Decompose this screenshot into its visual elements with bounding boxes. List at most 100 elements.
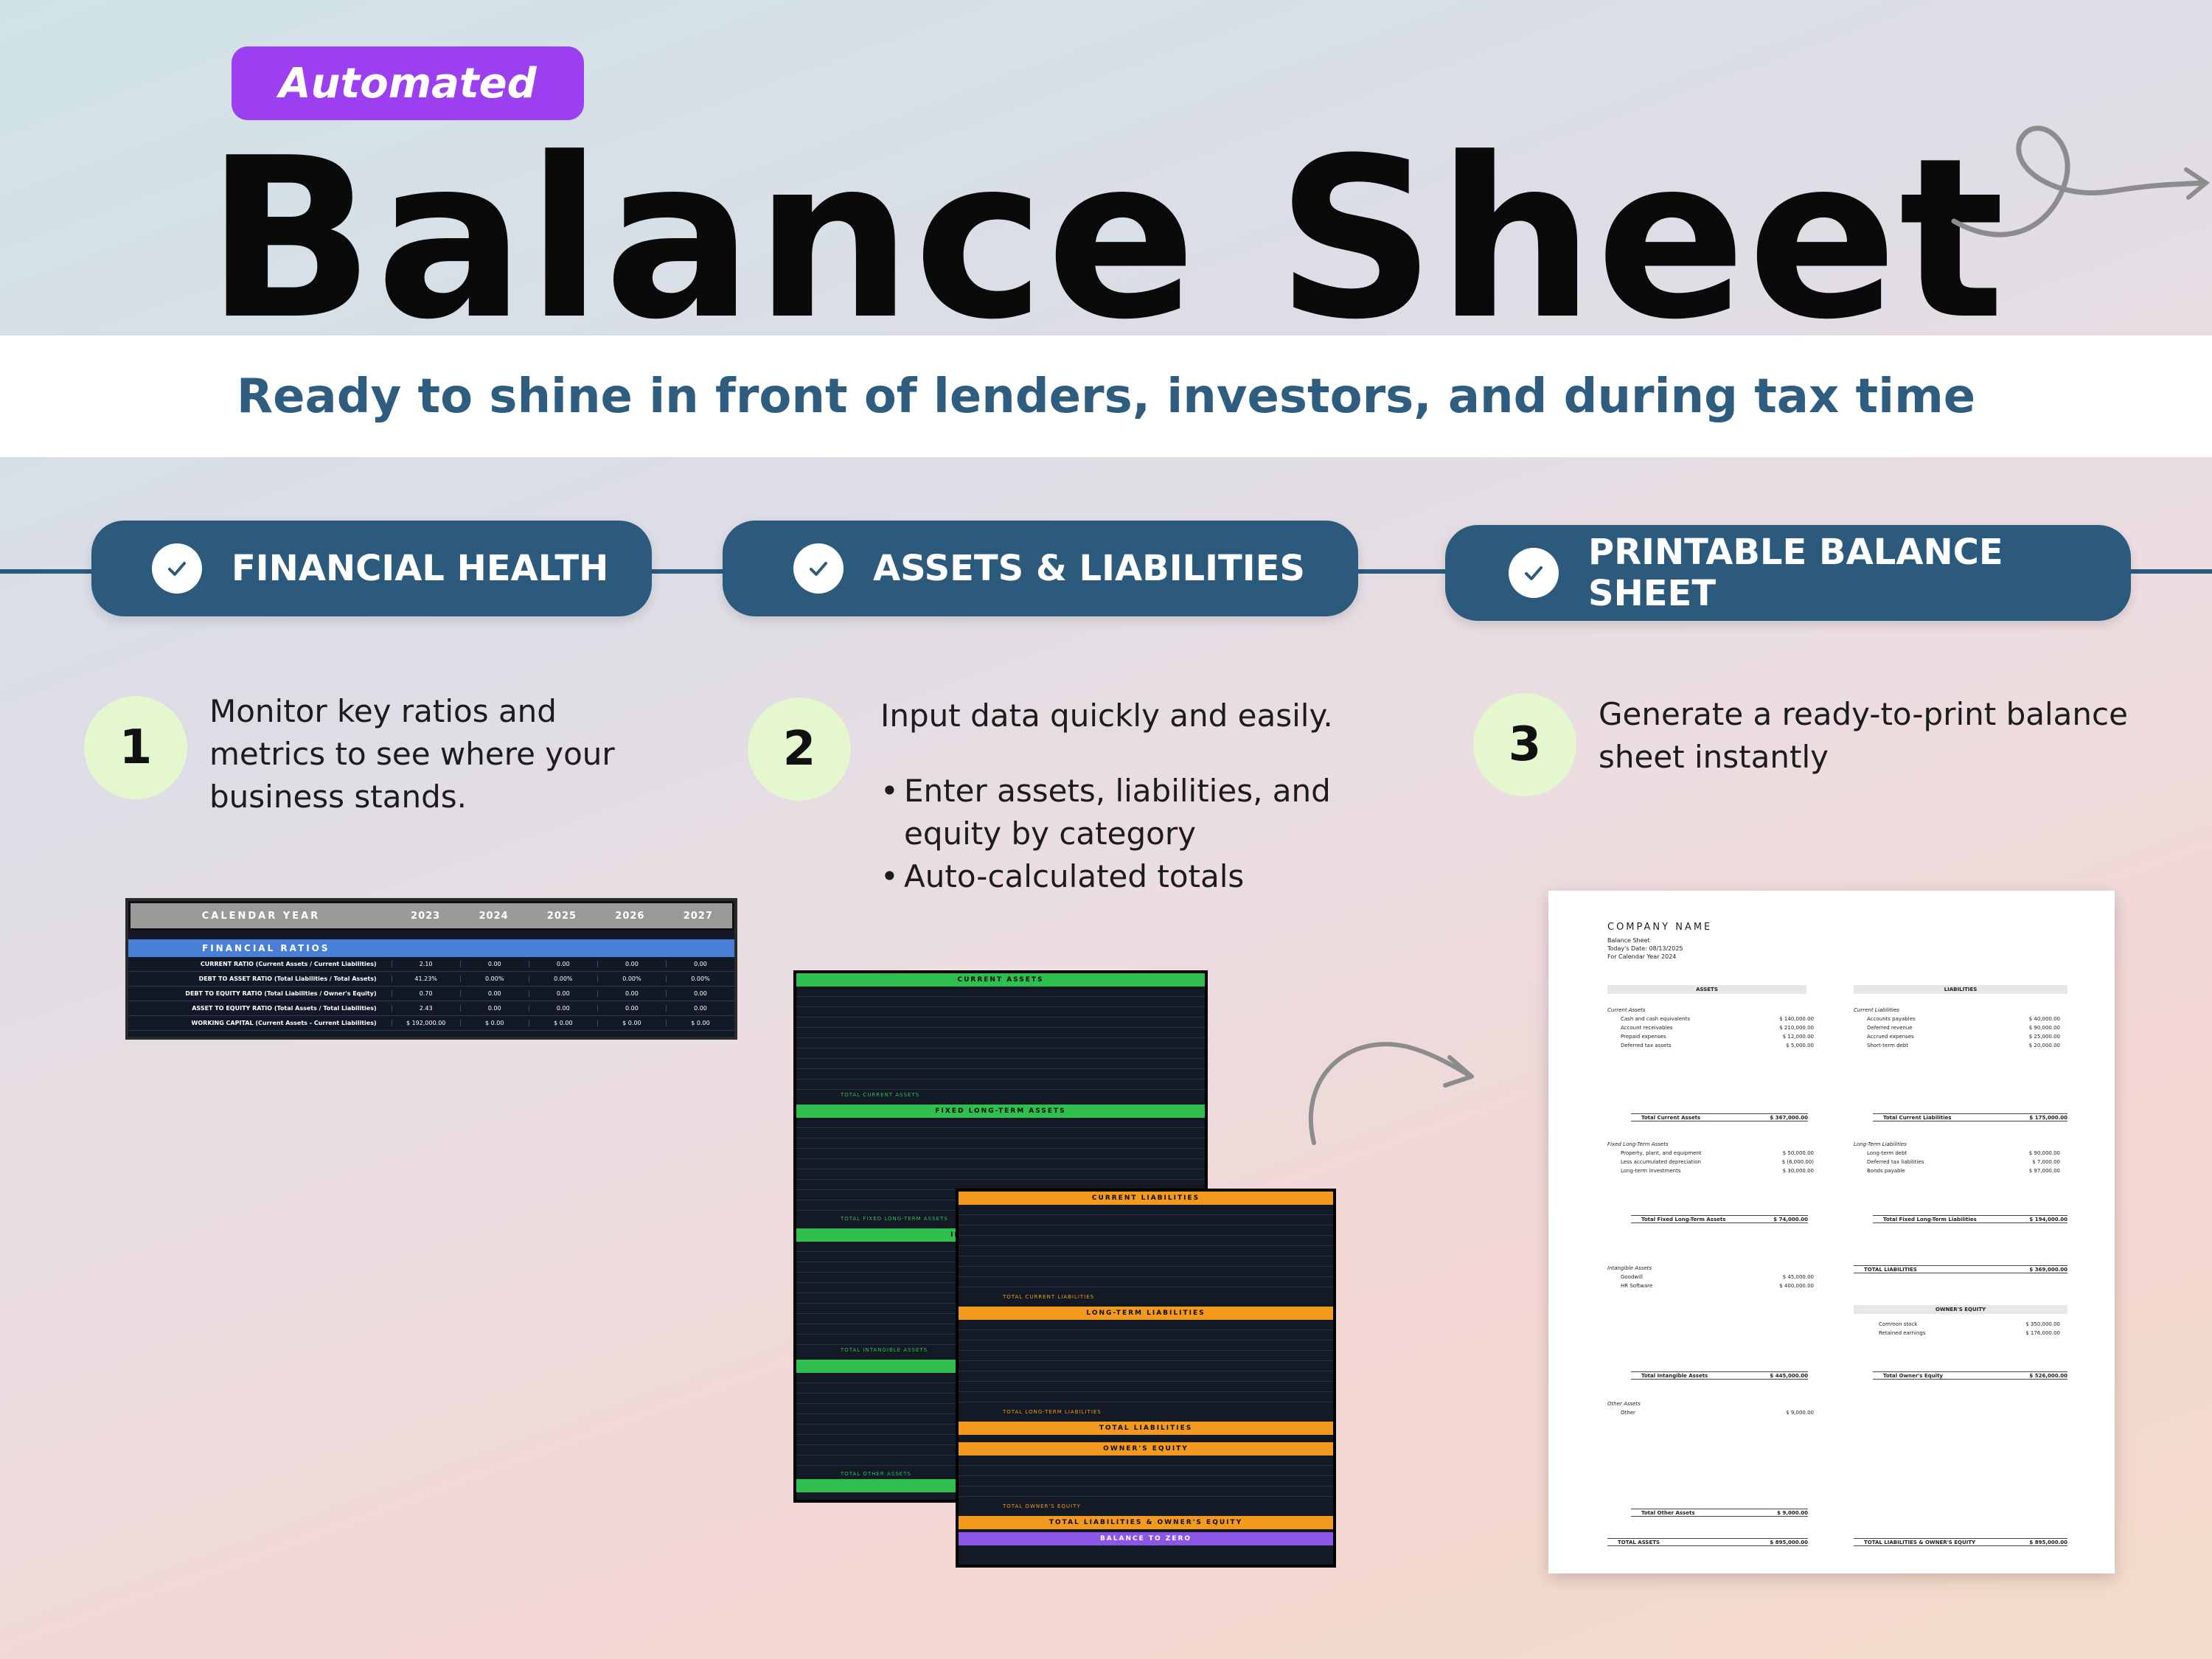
ratio-value: 0.00	[665, 990, 734, 997]
step-number-1: 1	[84, 696, 187, 799]
total-line: Total Owner's Equity$ 526,000.00	[1873, 1371, 2067, 1380]
ratio-value: 0.00	[597, 961, 666, 967]
financial-ratios-section: FINANCIAL RATIOS	[128, 939, 734, 957]
company-name: COMPANY NAME	[1607, 922, 1713, 933]
ratio-value: 0.00%	[528, 975, 597, 982]
total-value: $ 194,000.00	[2029, 1217, 2067, 1222]
ratio-label: DEBT TO ASSET RATIO (Total Liabilities /…	[198, 975, 377, 982]
table-row: ASSET TO EQUITY RATIO (Total Assets / To…	[128, 1001, 734, 1016]
year-header: 2027	[683, 910, 713, 922]
sheet-section-header: OWNER'S EQUITY	[959, 1442, 1333, 1455]
ratios-header-row: CALENDAR YEAR 2023 2024 2025 2026 2027	[128, 901, 734, 931]
total-line: Total Intangible Assets $ 445,000.00	[1631, 1371, 1808, 1380]
sheet-section-header: CURRENT ASSETS	[796, 973, 1205, 987]
subtitle: Ready to shine in front of lenders, inve…	[236, 369, 1976, 424]
line-item-name: Prepaid expenses	[1621, 1034, 1666, 1040]
sheet-total-row: TOTAL OWNER'S EQUITY	[1003, 1503, 1081, 1509]
ratio-label: CURRENT RATIO (Current Assets / Current …	[200, 961, 377, 967]
ratio-value: 41.23%	[391, 975, 460, 982]
ratio-value: 0.00%	[459, 975, 529, 982]
ratio-rows: CURRENT RATIO (Current Assets / Current …	[128, 957, 734, 1031]
section-label: Other Assets	[1607, 1401, 1641, 1407]
line-item-value: $ 140,000.00	[1779, 1016, 1814, 1022]
ratio-value: 0.00	[459, 1005, 529, 1012]
line-item-name: Short-term debt	[1867, 1043, 1909, 1048]
line-item-value: $ 20,000.00	[2028, 1043, 2060, 1048]
line-item-value: $ 350,000.00	[2025, 1321, 2060, 1327]
section-label: Long-Term Liabilities	[1854, 1141, 1907, 1147]
line-item-name: Less accumulated depreciation	[1621, 1159, 1701, 1165]
total-line: Total Fixed Long-Term Liabilities$ 194,0…	[1873, 1215, 2067, 1223]
sheet-total-row: TOTAL LONG-TERM LIABILITIES	[1003, 1409, 1102, 1415]
line-item-name: Goodwill	[1621, 1274, 1643, 1280]
total-liabilities-bar: TOTAL LIABILITIES	[959, 1422, 1333, 1435]
liabilities-input-sheet: CURRENT LIABILITIES TOTAL CURRENT LIABIL…	[956, 1189, 1336, 1568]
input-grid	[959, 1455, 1333, 1501]
total-line: TOTAL LIABILITIES & OWNER'S EQUITY$ 895,…	[1854, 1538, 2067, 1546]
line-item-value: $ 9,000.00	[1786, 1410, 1814, 1416]
line-item-value: $ 210,000.00	[1779, 1025, 1814, 1031]
line-item-value: $ 400,000.00	[1779, 1283, 1814, 1289]
line-item-name: Bonds payable	[1867, 1168, 1905, 1174]
sheet-section-header: CURRENT LIABILITIES	[959, 1192, 1333, 1205]
table-row: WORKING CAPITAL (Current Assets - Curren…	[128, 1016, 734, 1031]
bullet-item: Auto-calculated totals	[880, 855, 1338, 898]
line-item-name: Deferred tax assets	[1621, 1043, 1672, 1048]
bullet-item: Enter assets, liabilities, and equity by…	[880, 770, 1338, 855]
ratio-label: DEBT TO EQUITY RATIO (Total Liabilities …	[185, 990, 377, 997]
ratio-label: WORKING CAPITAL (Current Assets - Curren…	[191, 1020, 377, 1026]
subtitle-band: Ready to shine in front of lenders, inve…	[0, 335, 2212, 457]
doc-title: Balance Sheet	[1607, 937, 1650, 944]
ratio-value: 0.00	[459, 961, 529, 967]
total-line: Total Current Assets$ 367,000.00	[1631, 1113, 1808, 1121]
line-item-name: Common stock	[1879, 1321, 1918, 1327]
step-text: Generate a ready-to-print balance sheet …	[1599, 696, 2128, 775]
total-name: Total Other Assets	[1641, 1510, 1695, 1516]
page-title: Balance Sheet	[206, 111, 2006, 368]
sheet-total-row: TOTAL CURRENT LIABILITIES	[1003, 1294, 1095, 1300]
sheet-total-row: TOTAL FIXED LONG-TERM ASSETS	[841, 1216, 948, 1222]
decorative-loop-arrow-icon	[1951, 125, 2211, 237]
date-line: Today's Date: 08/13/2025	[1607, 945, 1683, 952]
step-description-2: Input data quickly and easily. Enter ass…	[880, 695, 1338, 898]
line-item-value: $ 90,000.00	[2028, 1150, 2060, 1156]
check-icon	[1509, 548, 1559, 598]
line-item-value: $ 5,000.00	[1786, 1043, 1814, 1048]
ratio-value: 0.00	[459, 990, 529, 997]
total-line: TOTAL ASSETS$ 895,000.00	[1607, 1538, 1808, 1546]
total-line: TOTAL LIABILITIES$ 369,000.00	[1854, 1265, 2067, 1273]
line-item-value: $ 45,000.00	[1782, 1274, 1814, 1280]
ratio-label: ASSET TO EQUITY RATIO (Total Assets / To…	[192, 1005, 377, 1012]
line-item-value: $ 176,000.00	[2025, 1330, 2060, 1336]
total-name: Total Intangible Assets	[1641, 1373, 1708, 1379]
line-item-value: $ 30,000.00	[1782, 1168, 1814, 1174]
feature-pill-assets-liabilities: ASSETS & LIABILITIES	[723, 521, 1358, 616]
liabilities-column-head: LIABILITIES	[1854, 985, 2067, 994]
total-value: $ 895,000.00	[2029, 1540, 2067, 1545]
section-label: Intangible Assets	[1607, 1265, 1652, 1271]
total-value: $ 445,000.00	[1770, 1373, 1808, 1379]
automated-badge: Automated	[232, 46, 584, 120]
total-value: $ 367,000.00	[1770, 1115, 1808, 1121]
ratio-value: 2.10	[391, 961, 460, 967]
printable-balance-sheet: COMPANY NAME Balance Sheet Today's Date:…	[1548, 891, 2115, 1573]
input-grid	[796, 987, 1205, 1090]
sheet-total-row: TOTAL CURRENT ASSETS	[841, 1092, 920, 1098]
ratio-value: $ 0.00	[665, 1020, 734, 1026]
ratio-value: $ 192,000.00	[391, 1020, 460, 1026]
line-item-value: $ 97,000.00	[2028, 1168, 2060, 1174]
line-item-name: Deferred revenue	[1867, 1025, 1913, 1031]
total-name: Total Current Liabilities	[1883, 1115, 1952, 1121]
calendar-year-label: CALENDAR YEAR	[201, 910, 321, 922]
step-text: Input data quickly and easily.	[880, 698, 1333, 734]
total-name: Total Owner's Equity	[1883, 1373, 1943, 1379]
total-name: Total Fixed Long-Term Assets	[1641, 1217, 1726, 1222]
sheet-total-row: TOTAL OTHER ASSETS	[841, 1471, 911, 1477]
line-item-value: $ 50,000.00	[1782, 1150, 1814, 1156]
step-number-2: 2	[748, 698, 851, 801]
year-header: 2025	[546, 910, 577, 922]
ratio-value: $ 0.00	[597, 1020, 666, 1026]
line-item-name: Property, plant, and equipment	[1621, 1150, 1702, 1156]
input-grid	[959, 1320, 1333, 1407]
ratio-value: 0.00	[528, 1005, 597, 1012]
